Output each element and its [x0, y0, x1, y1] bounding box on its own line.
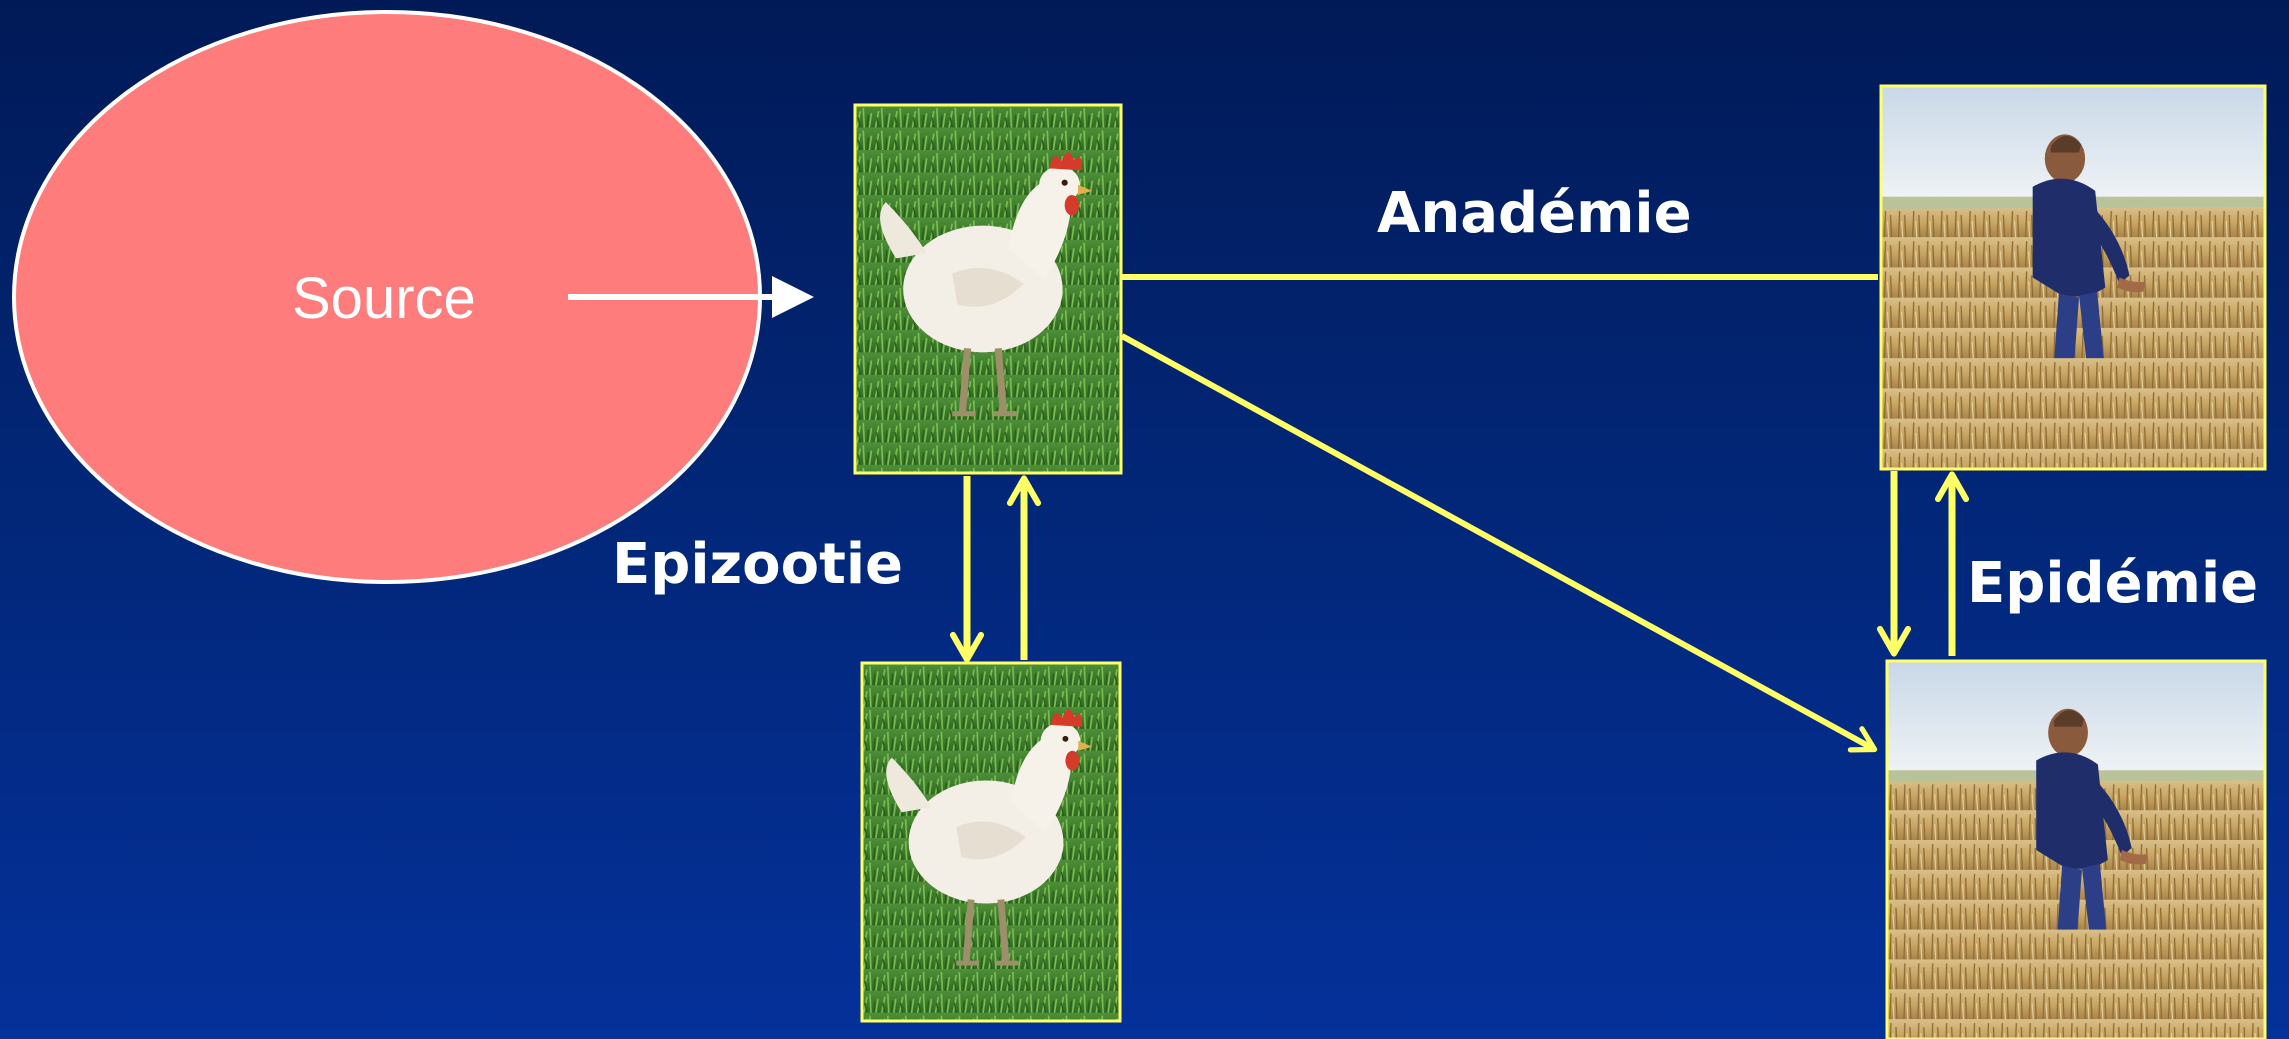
source-arrow-head — [772, 276, 814, 318]
epidemie-label: Epidémie — [1967, 551, 2259, 616]
source-label: Source — [292, 266, 476, 331]
epizootie-label: Epizootie — [612, 532, 904, 597]
chicken-photo-bottom — [860, 661, 1122, 1023]
anademie-label: Anadémie — [1377, 181, 1692, 246]
human-photo-bottom — [1885, 659, 2267, 1039]
diagonal-arrow — [1120, 333, 1878, 753]
chicken-photo-top — [853, 103, 1123, 475]
human-photo-top — [1879, 84, 2267, 471]
